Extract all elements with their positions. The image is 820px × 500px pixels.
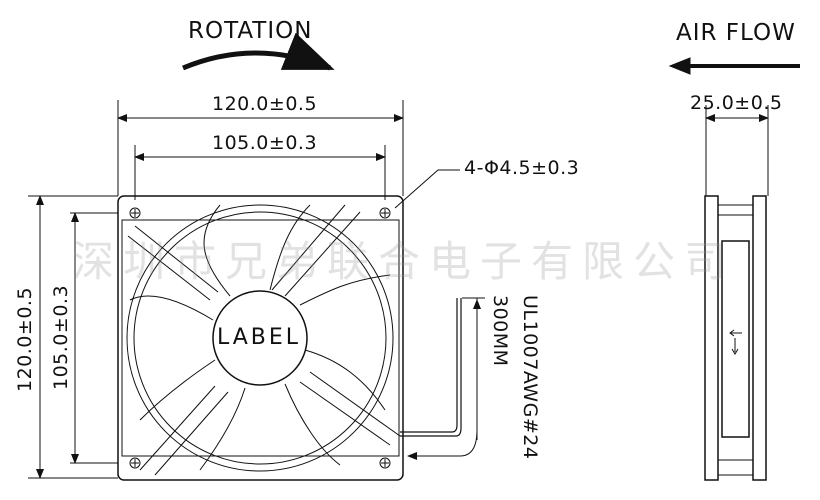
side-rotation-icon <box>731 338 739 355</box>
airflow-title: AIR FLOW <box>676 20 796 46</box>
hub-label: LABEL <box>217 325 302 350</box>
fan-side-view <box>704 105 769 481</box>
fan-ring <box>126 204 394 472</box>
dim-height-outer: 120.0±0.5 <box>14 286 36 392</box>
side-airflow-icon <box>729 329 742 337</box>
dim-height-hole: 105.0±0.3 <box>50 284 72 390</box>
dim-width-outer-line <box>117 100 404 196</box>
rotation-arrow-icon <box>182 32 335 71</box>
fan-frame <box>117 195 404 481</box>
dim-height-hole-line <box>70 212 118 464</box>
rotation-title: ROTATION <box>188 18 313 44</box>
mount-hole-icons <box>129 207 391 469</box>
dim-holes: 4-Φ4.5±0.3 <box>464 157 580 179</box>
dim-height-outer-line <box>28 195 118 479</box>
dim-thickness: 25.0±0.5 <box>690 92 783 114</box>
wire-length: 300MM <box>489 295 511 367</box>
watermark: 深圳市兄弟联合电子有限公司 <box>72 237 736 286</box>
dim-width-outer: 120.0±0.5 <box>212 93 318 115</box>
wire <box>400 298 462 437</box>
fan-blades <box>129 204 391 471</box>
hub <box>212 290 308 386</box>
dim-width-hole: 105.0±0.3 <box>212 132 318 154</box>
wire-spec: UL1007AWG#24 <box>519 295 541 460</box>
dim-width-hole-line <box>134 145 386 200</box>
airflow-arrow-icon <box>668 57 800 75</box>
hole-leader-line <box>394 169 460 209</box>
